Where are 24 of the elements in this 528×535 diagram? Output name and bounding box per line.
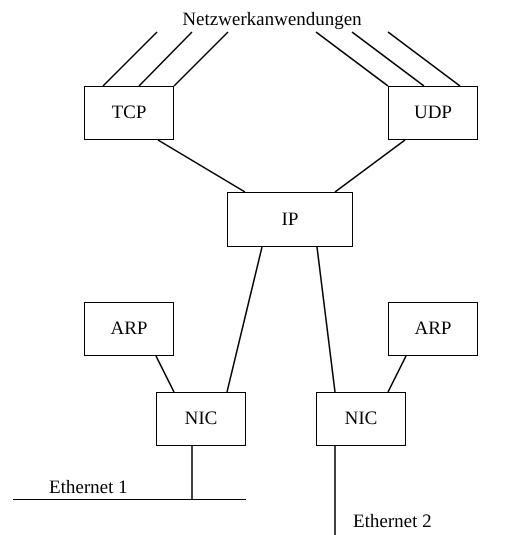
network-label: Ethernet 2	[353, 511, 432, 533]
connector-line	[334, 139, 406, 193]
heading-text: Netzwerkanwendungen	[150, 8, 394, 32]
connector-line	[388, 31, 460, 87]
connector-line	[173, 31, 229, 87]
network-bus-line: Ethernet 1	[13, 474, 246, 500]
protocol-box: NIC	[156, 392, 246, 446]
protocol-box: UDP	[388, 86, 478, 140]
connector-line	[316, 31, 388, 87]
protocol-box: TCP	[84, 86, 174, 140]
protocol-box: IP	[227, 192, 353, 247]
protocol-box: NIC	[316, 392, 406, 446]
connector-line	[102, 31, 158, 87]
connector-line	[138, 31, 193, 87]
connector-line	[226, 246, 263, 392]
connector-line	[155, 356, 175, 392]
connector-line	[352, 31, 424, 87]
protocol-box: ARP	[388, 302, 478, 356]
connector-line	[158, 139, 246, 193]
connector-line	[316, 246, 336, 392]
network-cable-line	[334, 446, 336, 535]
connector-line	[191, 446, 193, 499]
connector-line	[387, 356, 407, 392]
protocol-box: ARP	[84, 302, 174, 356]
